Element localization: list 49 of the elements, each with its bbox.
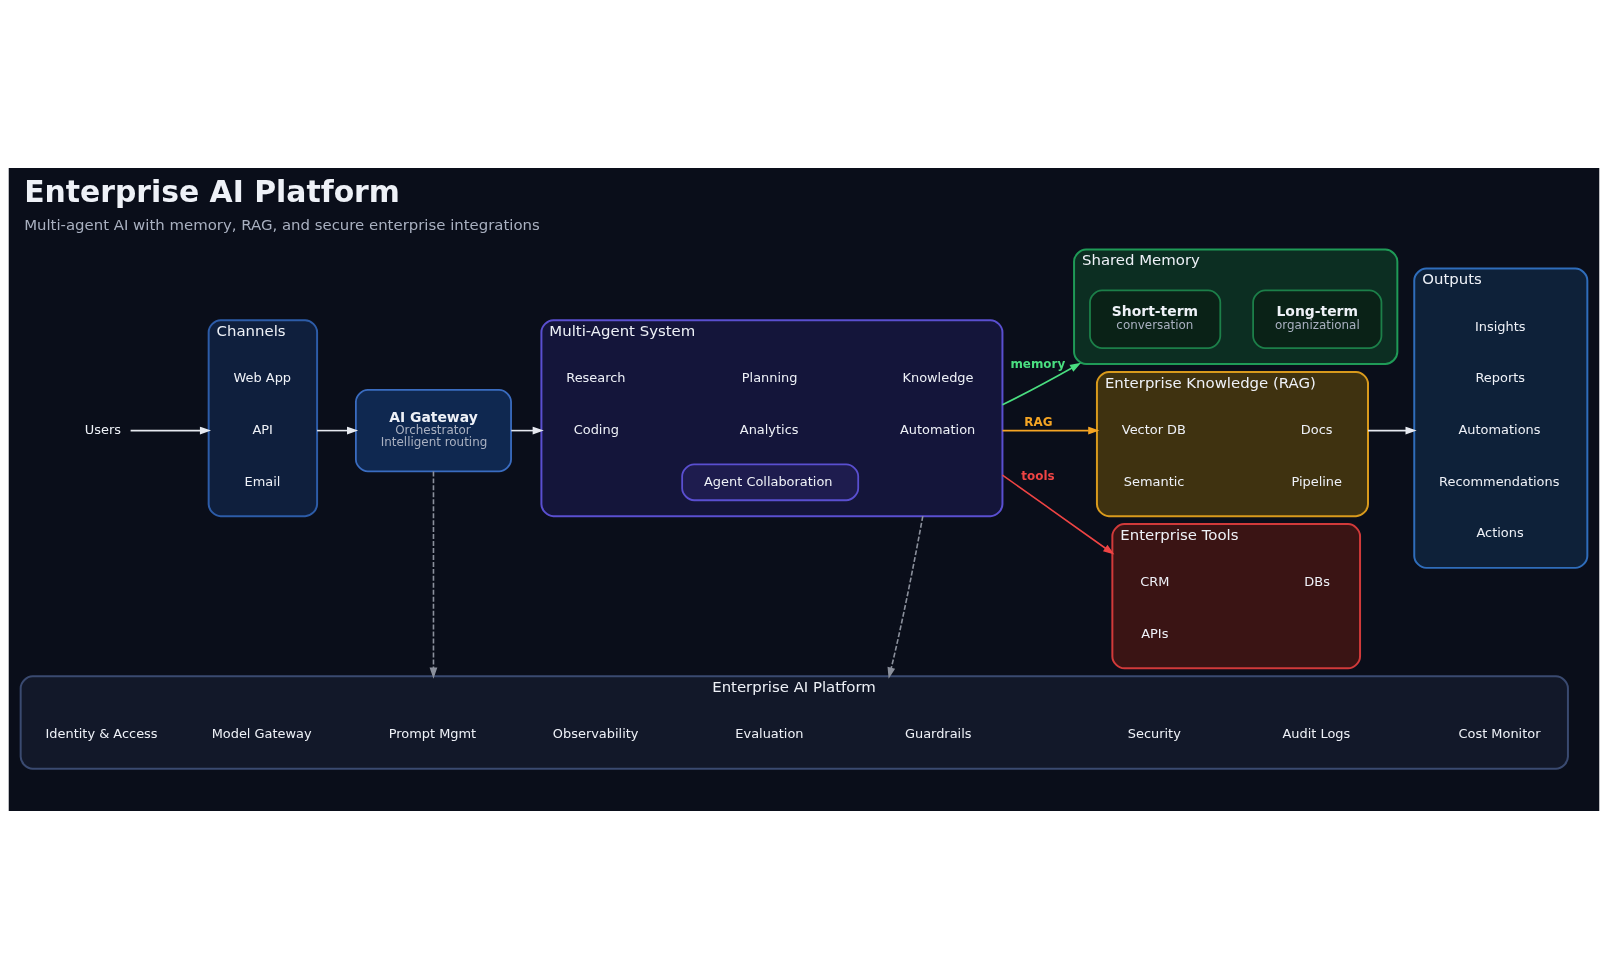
node-text: APIs [1141, 625, 1169, 641]
node-text: Reports [1475, 369, 1526, 385]
arrow [1367, 426, 1417, 434]
node-text: Actions [1476, 524, 1524, 540]
node-box: Agent Collaboration [681, 463, 860, 501]
arrow [1001, 426, 1100, 434]
node-text: DBs [1304, 573, 1330, 589]
node-text: Cost Monitor [1458, 725, 1541, 741]
node-box: Long-term organizational [1252, 288, 1383, 349]
edge-label: memory [1010, 356, 1066, 371]
node-box: Short-term conversation [1089, 288, 1222, 349]
arrow [429, 470, 438, 679]
node-text: Security [1127, 725, 1181, 741]
node-text: Evaluation [735, 725, 804, 741]
node-text: Observability [552, 725, 639, 741]
node-text: CRM [1140, 573, 1170, 589]
node-text: Web App [233, 369, 292, 385]
node-text: Insights [1474, 318, 1526, 334]
node-box: AI Gateway Orchestrator Intelligent routing [355, 388, 512, 472]
node-text: Research [566, 369, 626, 385]
edge-label: tools [1021, 468, 1055, 483]
arrow [1001, 362, 1082, 406]
arrow [1001, 473, 1115, 555]
node-text: Model Gateway [211, 725, 312, 741]
diagram-title: Enterprise AI Platform [24, 173, 400, 209]
node-text: Planning [741, 369, 798, 385]
caption: Multi-agent AI with memory, RAG, and secure enterprise integrations [24, 215, 540, 234]
node-text: Audit Logs [1282, 725, 1351, 741]
node-text: Knowledge [902, 369, 974, 385]
node-text: Vector DB [1121, 421, 1186, 437]
node-text: Coding [573, 421, 619, 437]
node-text: Docs [1300, 421, 1333, 437]
arrow [510, 426, 544, 434]
arrow [316, 426, 359, 434]
node-text: Automation [899, 421, 976, 437]
arrow [129, 426, 212, 434]
node-text: Users [84, 421, 122, 437]
node-text: Recommendations [1439, 473, 1560, 489]
node-text: API [252, 421, 273, 437]
node-text: Email [244, 473, 281, 489]
node-text: Analytics [739, 421, 799, 437]
node-text: Semantic [1123, 473, 1185, 489]
node-text: Identity & Access [45, 725, 158, 741]
edge-label: RAG [1024, 414, 1053, 429]
arrow [887, 514, 924, 679]
node-text: Automations [1458, 421, 1541, 437]
node-text: Guardrails [904, 725, 972, 741]
node-text: Prompt Mgmt [388, 725, 477, 741]
node-text: Pipeline [1291, 473, 1342, 489]
